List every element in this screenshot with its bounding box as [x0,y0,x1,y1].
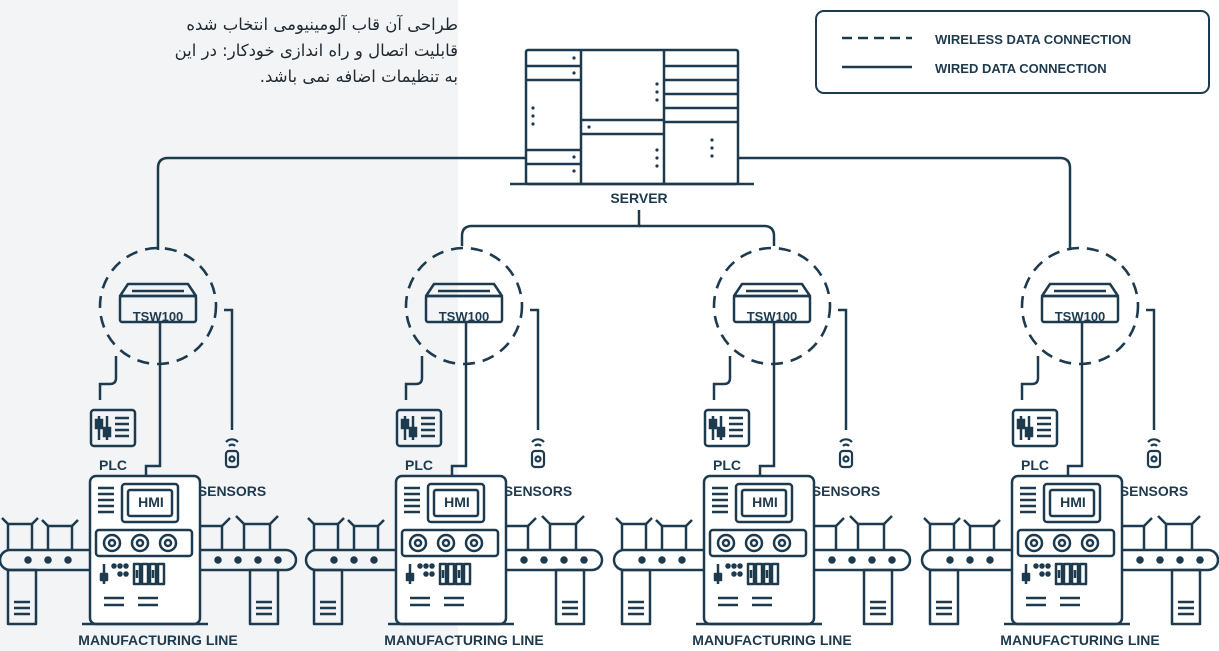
sensor-icon [1146,438,1162,469]
wired-link-to-plc [1020,356,1040,400]
legend-wireless-label: WIRELESS DATA CONNECTION [935,32,1131,47]
plc-label: PLC [405,457,433,473]
wired-link-to-sensors [1146,308,1156,430]
hmi-label: HMI [138,494,164,510]
wired-link-to-hmi [144,322,162,482]
wireless-range-circle [1020,246,1140,366]
plc-icon [395,408,443,448]
switch-label: TSW100 [1055,309,1106,324]
manufacturing-line-label: MANUFACTURING LINE [1000,632,1159,648]
hmi-label: HMI [444,494,470,510]
legend-wired-label: WIRED DATA CONNECTION [935,61,1107,76]
switch-label: TSW100 [747,309,798,324]
overlay-line-2: قابلیت اتصال و راه اندازی خودکار: در این [174,41,458,60]
sensor-icon [530,438,546,469]
wired-link-to-plc [712,356,732,400]
manufacturing-line-label: MANUFACTURING LINE [692,632,851,648]
wired-link-to-plc [404,356,424,400]
sensors-label: SENSORS [812,483,880,499]
sensors-label: SENSORS [198,483,266,499]
wired-link-to-hmi [1066,322,1084,482]
overlay-line-1: طراحی آن قاب آلومینیومی انتخاب شده [186,15,458,34]
sensors-label: SENSORS [1120,483,1188,499]
wired-link-to-sensors [838,308,848,430]
wired-connections [156,156,1072,250]
hmi-label: HMI [1060,494,1086,510]
plc-label: PLC [713,457,741,473]
server-rack-icon [510,48,754,186]
switch-label: TSW100 [133,309,184,324]
switch-label: TSW100 [439,309,490,324]
plc-icon [703,408,751,448]
persian-text-block: طراحی آن قاب آلومینیومی انتخاب شده قابلی… [0,12,458,90]
sensor-icon [838,438,854,469]
wired-link-to-sensors [530,308,540,430]
plc-icon [89,408,137,448]
plc-label: PLC [99,457,127,473]
wireless-range-circle [712,246,832,366]
hmi-label: HMI [752,494,778,510]
legend-box: WIRELESS DATA CONNECTION WIRED DATA CONN… [815,10,1210,94]
wired-link-to-sensors [224,308,234,430]
plc-label: PLC [1021,457,1049,473]
wireless-range-circle [404,246,524,366]
server-label: SERVER [610,190,667,206]
text-overlay-panel: طراحی آن قاب آلومینیومی انتخاب شده قابلی… [0,0,458,651]
overlay-line-3: به تنظیمات اضافه نمی باشد. [259,67,458,86]
plc-icon [1011,408,1059,448]
sensors-label: SENSORS [504,483,572,499]
wired-link-to-plc [98,356,118,400]
wired-link-to-hmi [450,322,468,482]
wireless-range-circle [98,246,218,366]
manufacturing-line-label: MANUFACTURING LINE [384,632,543,648]
sensor-icon [224,438,240,469]
manufacturing-line-label: MANUFACTURING LINE [78,632,237,648]
wired-link-to-hmi [758,322,776,482]
